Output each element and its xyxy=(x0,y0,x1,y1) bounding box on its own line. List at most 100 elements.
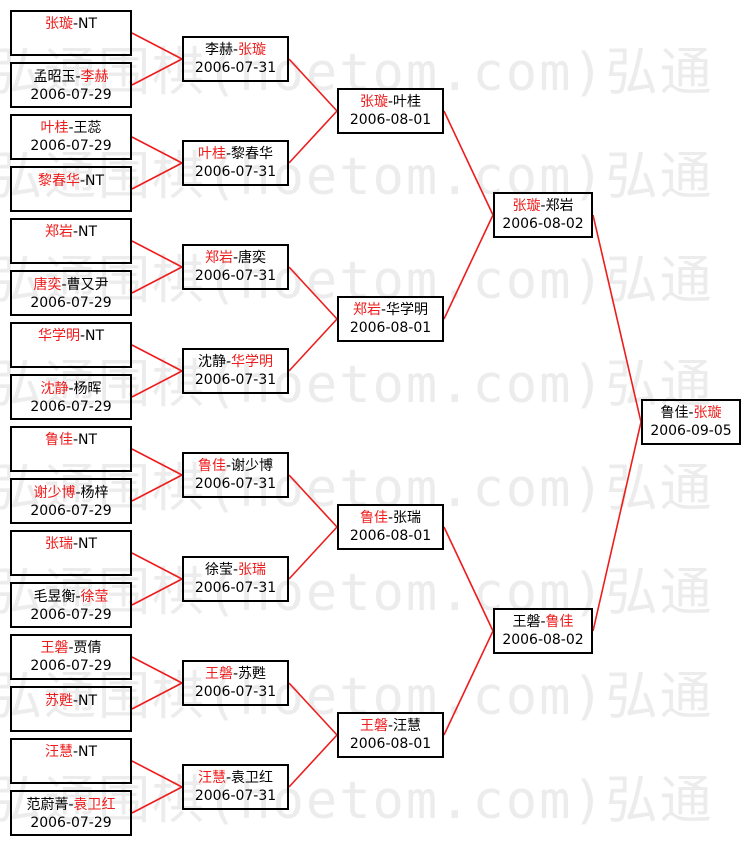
winner-name: 鲁佳 xyxy=(197,458,226,474)
winner-name: 汪慧 xyxy=(197,770,226,786)
connector-line xyxy=(131,682,183,710)
round1-match-box[interactable]: 郑岩-NT xyxy=(10,218,132,264)
match-players: 叶桂-王蕊 xyxy=(12,119,130,137)
player-name: 鲁佳- xyxy=(660,405,694,421)
match-players: 王磐-鲁佳 xyxy=(495,613,591,631)
match-players: 张瑞-NT xyxy=(12,535,130,553)
player-name: -NT xyxy=(72,744,98,760)
player-name: 王磐- xyxy=(512,614,546,630)
match-players: 黎春华-NT xyxy=(12,172,130,190)
player-name: -叶桂 xyxy=(387,94,422,110)
player-name: -华学明 xyxy=(380,302,429,318)
match-date: 2006-07-31 xyxy=(194,164,277,180)
match-players: 华学明-NT xyxy=(12,327,130,345)
winner-name: 王磐 xyxy=(359,718,388,734)
connector-line xyxy=(288,474,338,528)
match-date: 2006-07-29 xyxy=(30,295,112,311)
match-players: 苏甦-NT xyxy=(12,692,130,710)
match-players: 谢少博-杨梓 xyxy=(12,484,130,502)
connector-line xyxy=(131,760,183,788)
match-players: 徐莹-张瑞 xyxy=(184,561,287,579)
player-name: -张瑞 xyxy=(387,510,422,526)
match-players: 鲁佳-张璇 xyxy=(643,404,739,422)
round1-match-box[interactable]: 张瑞-NT xyxy=(10,530,132,576)
player-name: -NT xyxy=(72,536,98,552)
connector-line xyxy=(131,474,183,502)
winner-name: 李赫 xyxy=(80,69,109,85)
match-players: 张璇-叶桂 xyxy=(339,93,442,111)
round1-match-box[interactable]: 华学明-NT xyxy=(10,322,132,368)
winner-name: 叶桂 xyxy=(40,120,69,136)
round1-match-box[interactable]: 鲁佳-NT xyxy=(10,426,132,472)
match-players: 鲁佳-谢少博 xyxy=(184,457,287,475)
round1-match-box[interactable]: 张璇-NT xyxy=(10,10,132,56)
winner-name: 张瑞 xyxy=(44,536,73,552)
connector-line xyxy=(131,58,183,86)
player-name: -苏甦 xyxy=(232,666,267,682)
winner-name: 鲁佳 xyxy=(359,510,388,526)
round1-match-box[interactable]: 孟昭玉-李赫 2006-07-29 xyxy=(10,62,132,108)
match-date: 2006-07-31 xyxy=(194,268,277,284)
winner-name: 鲁佳 xyxy=(44,432,73,448)
winner-name: 汪慧 xyxy=(44,744,73,760)
round1-match-box[interactable]: 黎春华-NT xyxy=(10,166,132,212)
winner-name: 张璇 xyxy=(512,198,541,214)
match-date: 2006-07-29 xyxy=(30,399,112,415)
connector-line xyxy=(131,578,183,606)
winner-name: 张瑞 xyxy=(238,562,267,578)
connector-line xyxy=(131,162,183,190)
winner-name: 鲁佳 xyxy=(545,614,574,630)
player-name: 孟昭玉- xyxy=(33,69,81,85)
winner-name: 王磐 xyxy=(204,666,233,682)
connector-line xyxy=(131,136,183,164)
player-name: -谢少博 xyxy=(225,458,274,474)
round1-match-box[interactable]: 汪慧-NT xyxy=(10,738,132,784)
match-date: 2006-07-31 xyxy=(194,60,277,76)
player-name: -汪慧 xyxy=(387,718,422,734)
connector-line xyxy=(131,370,183,398)
connector-line xyxy=(131,552,183,580)
match-players: 毛昱衡-徐莹 xyxy=(12,588,130,606)
player-name: 毛昱衡- xyxy=(33,589,81,605)
winner-name: 谢少博 xyxy=(33,485,76,501)
match-players: 鲁佳-NT xyxy=(12,431,130,449)
player-name: -NT xyxy=(79,328,105,344)
player-name: -黎春华 xyxy=(225,146,274,162)
connector-line xyxy=(288,318,338,372)
winner-name: 苏甦 xyxy=(44,693,73,709)
match-date: 2006-07-29 xyxy=(30,658,112,674)
match-date: 2006-07-29 xyxy=(30,607,112,623)
match-date: 2006-07-31 xyxy=(194,372,277,388)
round1-match-box[interactable]: 苏甦-NT xyxy=(10,686,132,732)
winner-name: 郑岩 xyxy=(204,250,233,266)
match-date: 2006-07-29 xyxy=(30,87,112,103)
connector-line xyxy=(443,214,494,320)
player-name: 李赫- xyxy=(204,42,239,58)
connector-line xyxy=(288,682,338,736)
winner-name: 徐莹 xyxy=(80,589,109,605)
winner-name: 唐奕 xyxy=(33,277,62,293)
